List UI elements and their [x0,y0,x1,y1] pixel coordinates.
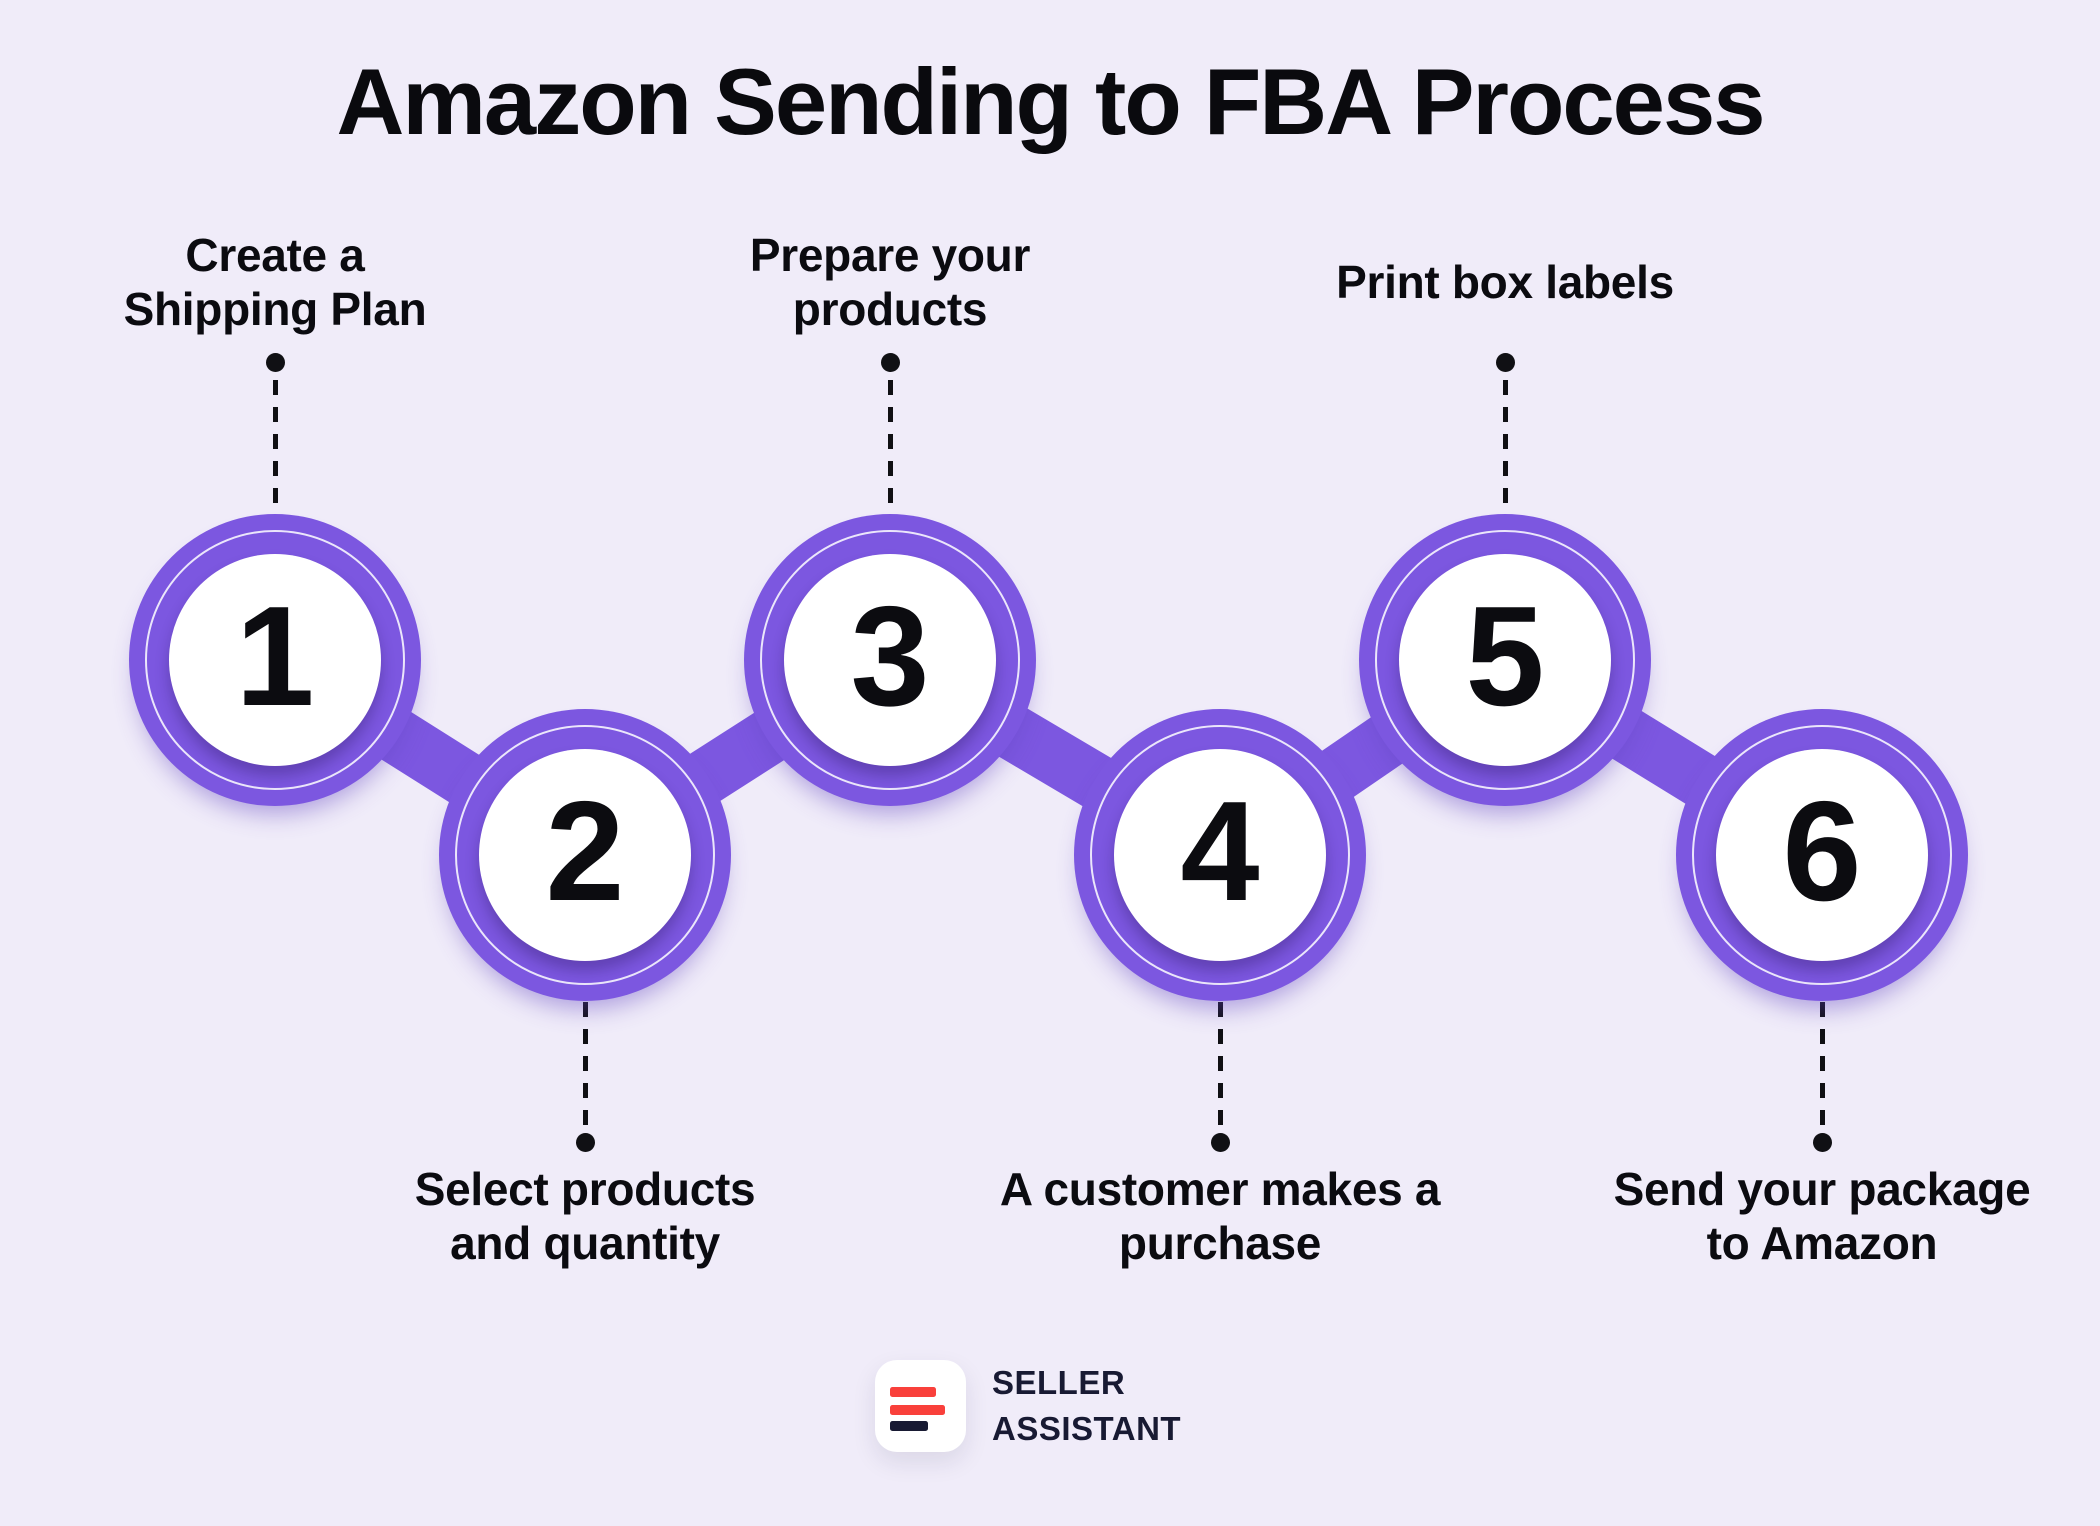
step-circle-3-face [784,554,996,766]
step-circle-2: 2 [439,709,731,1001]
step-label-6-line1: Send your package [1613,1163,2031,1215]
step-circle-1: 1 [129,514,421,806]
logo: SELLER ASSISTANT [875,1360,1181,1452]
logo-bar-bottom [890,1421,928,1431]
connector-dot-6 [1812,1133,1832,1152]
connector-dot-5 [1495,353,1515,372]
dotted-connector-5 [1502,380,1508,514]
dotted-connector-6 [1819,1002,1825,1130]
page-title: Amazon Sending to FBA Process [336,49,1765,154]
step-circle-3: 3 [744,514,1036,806]
dotted-connector-4 [1217,1002,1223,1130]
step-number-2: 2 [545,772,625,931]
step-label-6-line2: to Amazon [1706,1217,1938,1269]
step-circle-4-face [1114,749,1326,961]
logo-bar-middle [890,1405,945,1415]
connector-dot-2 [575,1133,595,1152]
step-label-4: A customer makes a purchase [870,1162,1570,1270]
step-circle-2-face [479,749,691,961]
step-label-4-line2: purchase [1118,1217,1322,1269]
step-circle-5-face [1399,554,1611,766]
step-label-6: Send your package to Amazon [1472,1162,2100,1270]
step-label-2-line1: Select products [414,1163,756,1215]
step-number-3: 3 [850,577,930,736]
logo-wordmark-line2: ASSISTANT [992,1410,1182,1447]
dotted-connector-1 [272,380,278,514]
step-label-2-line2: and quantity [450,1217,720,1269]
step-circle-1-face [169,554,381,766]
step-label-3: Prepare your products [590,212,1190,352]
step-label-3-line1: Prepare your [749,229,1031,281]
dotted-connector-3 [887,380,893,514]
step-label-1-line1: Create a [185,229,365,281]
step-number-5: 5 [1465,577,1545,736]
connector-dot-1 [265,353,285,372]
connector-dot-3 [880,353,900,372]
step-label-5-line1: Print box labels [1336,256,1674,308]
seller-assistant-logo-icon [875,1360,966,1452]
step-circle-6: 6 [1676,709,1968,1001]
step-label-1: Create a Shipping Plan [0,212,575,352]
step-circle-4: 4 [1074,709,1366,1001]
dotted-connector-2 [582,1002,588,1130]
logo-wordmark: SELLER ASSISTANT [992,1360,1181,1452]
step-label-3-line2: products [792,283,988,335]
step-circle-6-face [1716,749,1928,961]
step-number-4: 4 [1180,772,1260,931]
logo-bar-top [890,1387,936,1397]
connector-dot-4 [1210,1133,1230,1152]
step-label-4-line1: A customer makes a [999,1163,1441,1215]
step-number-6: 6 [1782,772,1862,931]
logo-wordmark-line1: SELLER [992,1364,1126,1401]
step-label-5: Print box labels [1205,212,1805,352]
step-number-1: 1 [235,577,315,736]
step-label-1-line2: Shipping Plan [123,283,427,335]
step-label-2: Select products and quantity [235,1162,935,1270]
step-circle-5: 5 [1359,514,1651,806]
